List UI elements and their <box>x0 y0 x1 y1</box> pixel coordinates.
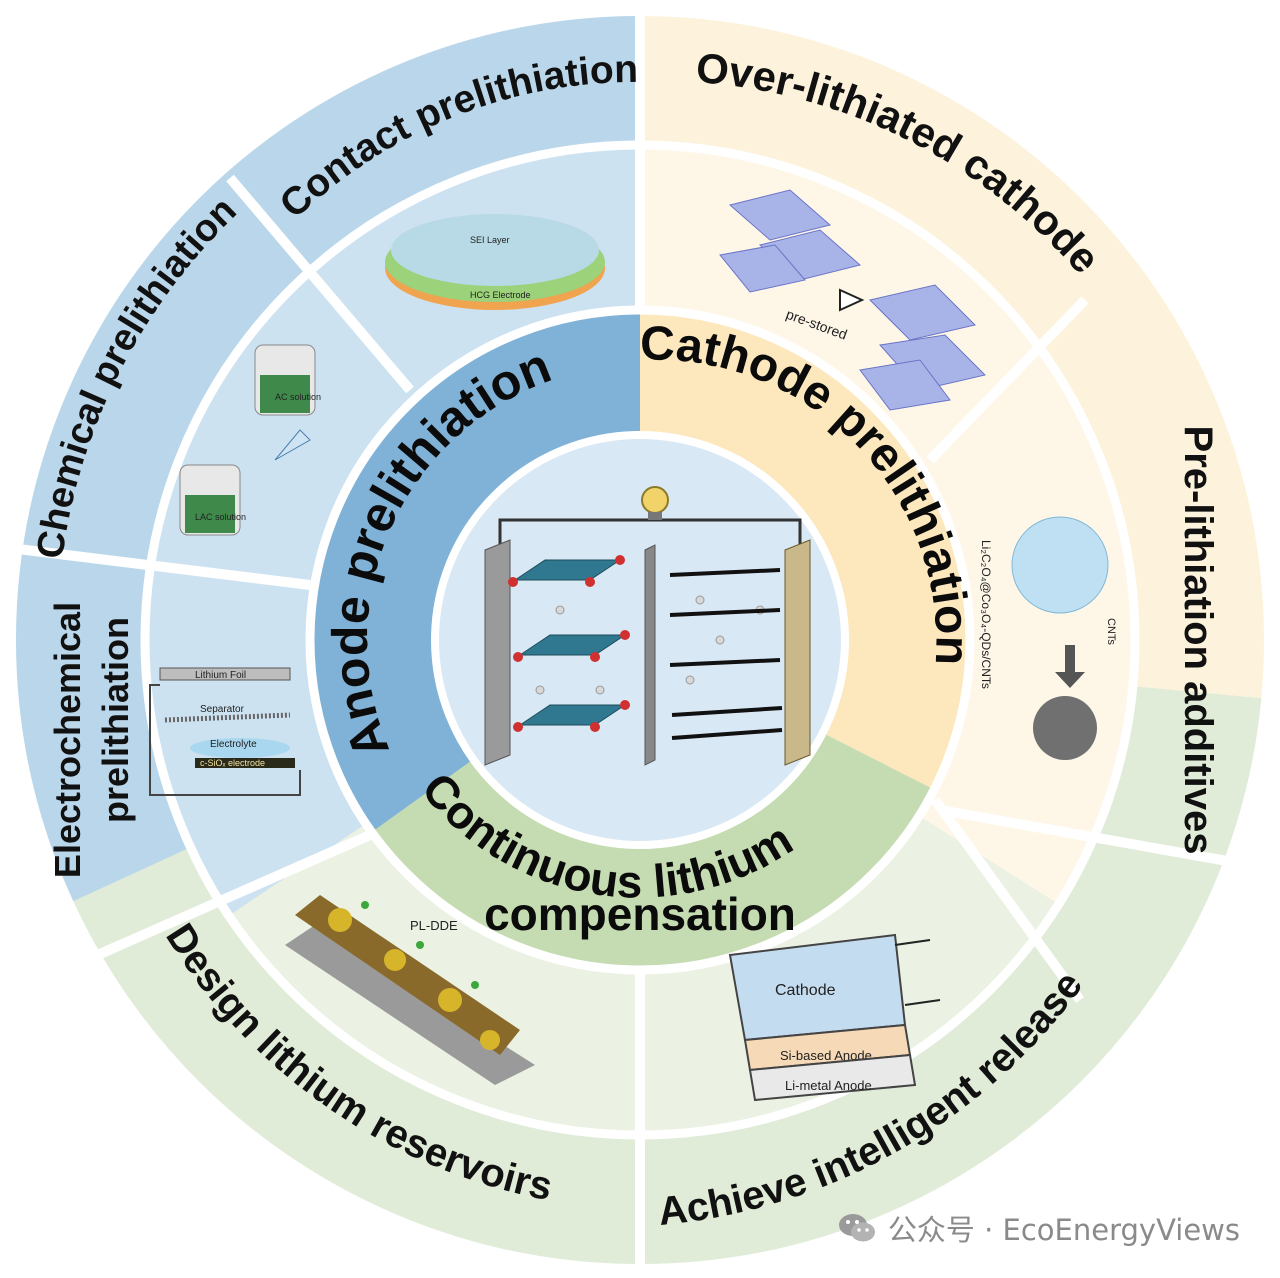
svg-text:Lithium Foil: Lithium Foil <box>195 670 246 681</box>
svg-text:Cathode: Cathode <box>775 982 836 999</box>
chemical-prelithiation-figure: AC solution LAC solution <box>179 344 321 536</box>
pre-lithiation-additives-label: Pre-lithiation additives <box>1176 426 1220 855</box>
svg-text:Li-metal Anode: Li-metal Anode <box>785 1078 872 1093</box>
svg-text:Si-based Anode: Si-based Anode <box>780 1048 872 1063</box>
svg-text:SEI Layer: SEI Layer <box>470 235 510 245</box>
svg-text:PL-DDE: PL-DDE <box>410 918 458 933</box>
svg-text:AC solution: AC solution <box>275 392 321 402</box>
additives-figure: Li₂C₂O₄@Co₃O₄-QDs/CNTs CNTs <box>979 516 1117 760</box>
core-circle <box>431 431 849 849</box>
svg-text:HCG Electrode: HCG Electrode <box>470 290 531 300</box>
svg-text:LAC solution: LAC solution <box>195 512 246 522</box>
watermark-text: 公众号 · EcoEnergyViews <box>887 1213 1240 1247</box>
wechat-icon <box>838 1214 875 1242</box>
svg-text:Separator: Separator <box>200 704 245 715</box>
battery-illustration <box>484 486 811 766</box>
watermark: 公众号 · EcoEnergyViews <box>836 1206 1240 1250</box>
reservoir-figure: PL-DDE <box>285 895 535 1085</box>
svg-text:Li₂C₂O₄@Co₃O₄-QDs/CNTs: Li₂C₂O₄@Co₃O₄-QDs/CNTs <box>979 540 993 689</box>
electrochemical-label: Electrochemical <box>47 602 88 878</box>
intelligent-release-figure: Cathode Si-based Anode Li-metal Anode <box>728 933 941 1102</box>
contact-prelithiation-figure: SEI Layer HCG Electrode <box>385 214 605 310</box>
svg-text:Electrolyte: Electrolyte <box>210 739 257 750</box>
segment-dividers <box>9 0 1279 1278</box>
compensation-text: compensation <box>484 888 796 940</box>
bulb-icon <box>641 486 669 514</box>
svg-text:c-SiOₓ electrode: c-SiOₓ electrode <box>200 758 265 768</box>
prelithiation-label: prelithiation <box>95 617 136 823</box>
svg-text:CNTs: CNTs <box>1105 618 1117 645</box>
electrochemical-figure: Lithium Foil Separator Electrolyte c-SiO… <box>149 667 301 796</box>
